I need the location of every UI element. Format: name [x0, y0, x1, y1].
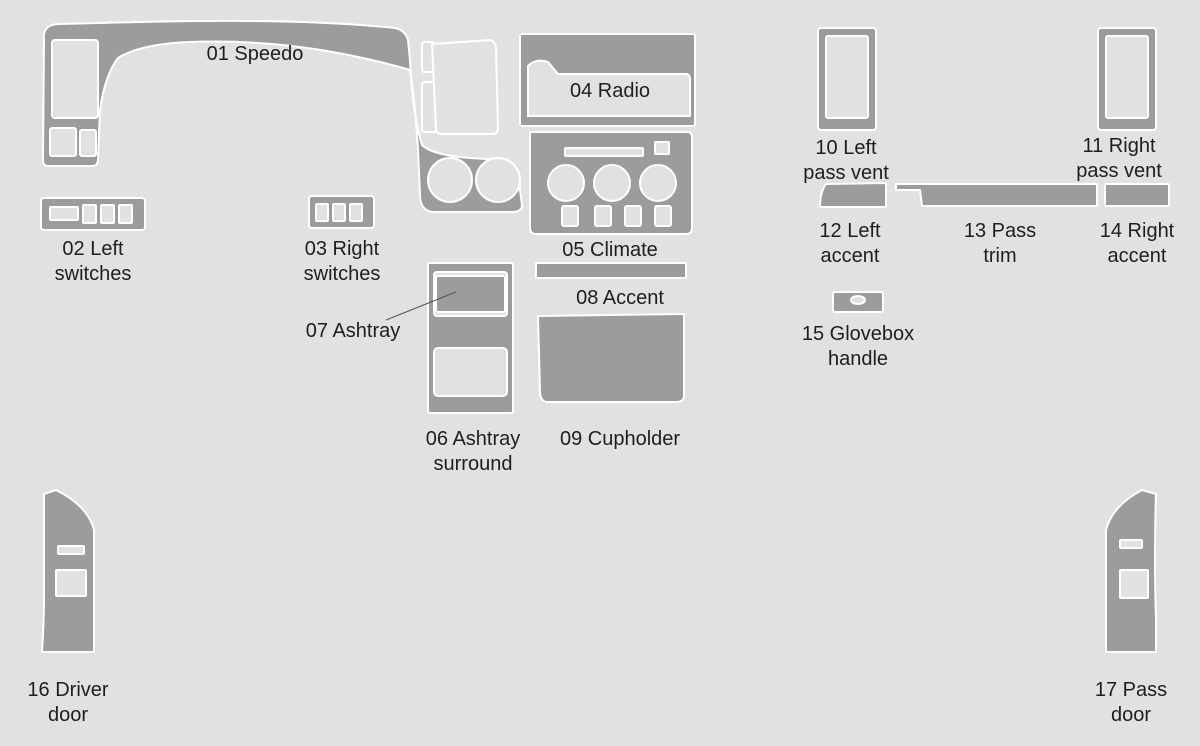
label-line: surround: [433, 453, 513, 475]
label-line: switches: [54, 263, 132, 285]
label-line: 15 Glovebox: [801, 323, 915, 345]
label-line: 01 Speedo: [206, 43, 304, 65]
part-14-right-accent[interactable]: [1104, 183, 1170, 207]
part-10-left-pass-vent[interactable]: [817, 27, 877, 131]
label-02-left-switches: 02 Left switches: [55, 237, 132, 287]
label-06-ashtray-surround: 06 Ashtray surround: [426, 427, 521, 477]
label-line: pass vent: [803, 162, 889, 184]
part-03-right-switches[interactable]: [308, 195, 375, 229]
label-08-accent: 08 Accent: [576, 286, 664, 311]
label-line: 13 Pass: [963, 220, 1037, 242]
label-line: 11 Right: [1082, 135, 1156, 157]
part-04-radio[interactable]: [519, 33, 696, 127]
label-line: 17 Pass: [1094, 679, 1168, 701]
label-15-glovebox-handle: 15 Glovebox handle: [802, 322, 914, 372]
part-12-left-accent[interactable]: [819, 182, 887, 208]
label-line: 04 Radio: [569, 80, 651, 102]
label-11-right-pass-vent: 11 Right pass vent: [1076, 134, 1162, 184]
label-line: 14 Right: [1099, 220, 1175, 242]
label-01-speedo: 01 Speedo: [207, 42, 304, 67]
label-line: switches: [303, 263, 381, 285]
label-line: 06 Ashtray: [425, 428, 521, 450]
label-line: accent: [820, 245, 880, 267]
part-05-climate[interactable]: [529, 131, 693, 235]
label-line: 05 Climate: [562, 239, 658, 261]
ashtray-leader-line: [385, 291, 457, 321]
label-line: 08 Accent: [576, 287, 664, 309]
label-04-radio: 04 Radio: [570, 79, 650, 104]
label-line: 09 Cupholder: [559, 428, 681, 450]
label-03-right-switches: 03 Right switches: [304, 237, 381, 287]
part-02-left-switches[interactable]: [40, 197, 146, 231]
label-line: handle: [827, 348, 889, 370]
label-line: 16 Driver: [27, 679, 109, 701]
label-16-driver-door: 16 Driver door: [27, 678, 108, 728]
label-line: 02 Left: [62, 238, 124, 260]
label-13-pass-trim: 13 Pass trim: [964, 219, 1036, 269]
label-07-ashtray: 07 Ashtray: [306, 319, 401, 344]
part-17-pass-door[interactable]: [1105, 489, 1157, 653]
label-09-cupholder: 09 Cupholder: [560, 427, 680, 452]
label-line: accent: [1107, 245, 1167, 267]
part-16-driver-door[interactable]: [41, 489, 95, 653]
label-line: door: [47, 704, 89, 726]
label-10-left-pass-vent: 10 Left pass vent: [803, 136, 889, 186]
label-line: 12 Left: [819, 220, 881, 242]
part-13-pass-trim[interactable]: [895, 183, 1098, 207]
label-17-pass-door: 17 Pass door: [1095, 678, 1167, 728]
part-07-ashtray[interactable]: [435, 275, 506, 313]
part-15-glovebox-handle[interactable]: [832, 291, 884, 313]
label-14-right-accent: 14 Right accent: [1100, 219, 1175, 269]
part-11-right-pass-vent[interactable]: [1097, 27, 1157, 131]
label-line: 03 Right: [304, 238, 380, 260]
part-01-speedo[interactable]: [42, 19, 523, 213]
part-08-accent[interactable]: [535, 262, 687, 279]
label-line: 10 Left: [815, 137, 877, 159]
part-09-cupholder[interactable]: [537, 313, 685, 403]
label-line: 07 Ashtray: [305, 320, 401, 342]
label-line: door: [1110, 704, 1152, 726]
label-05-climate: 05 Climate: [562, 238, 658, 263]
label-line: pass vent: [1076, 160, 1162, 182]
label-12-left-accent: 12 Left accent: [819, 219, 880, 269]
label-line: trim: [983, 245, 1017, 267]
